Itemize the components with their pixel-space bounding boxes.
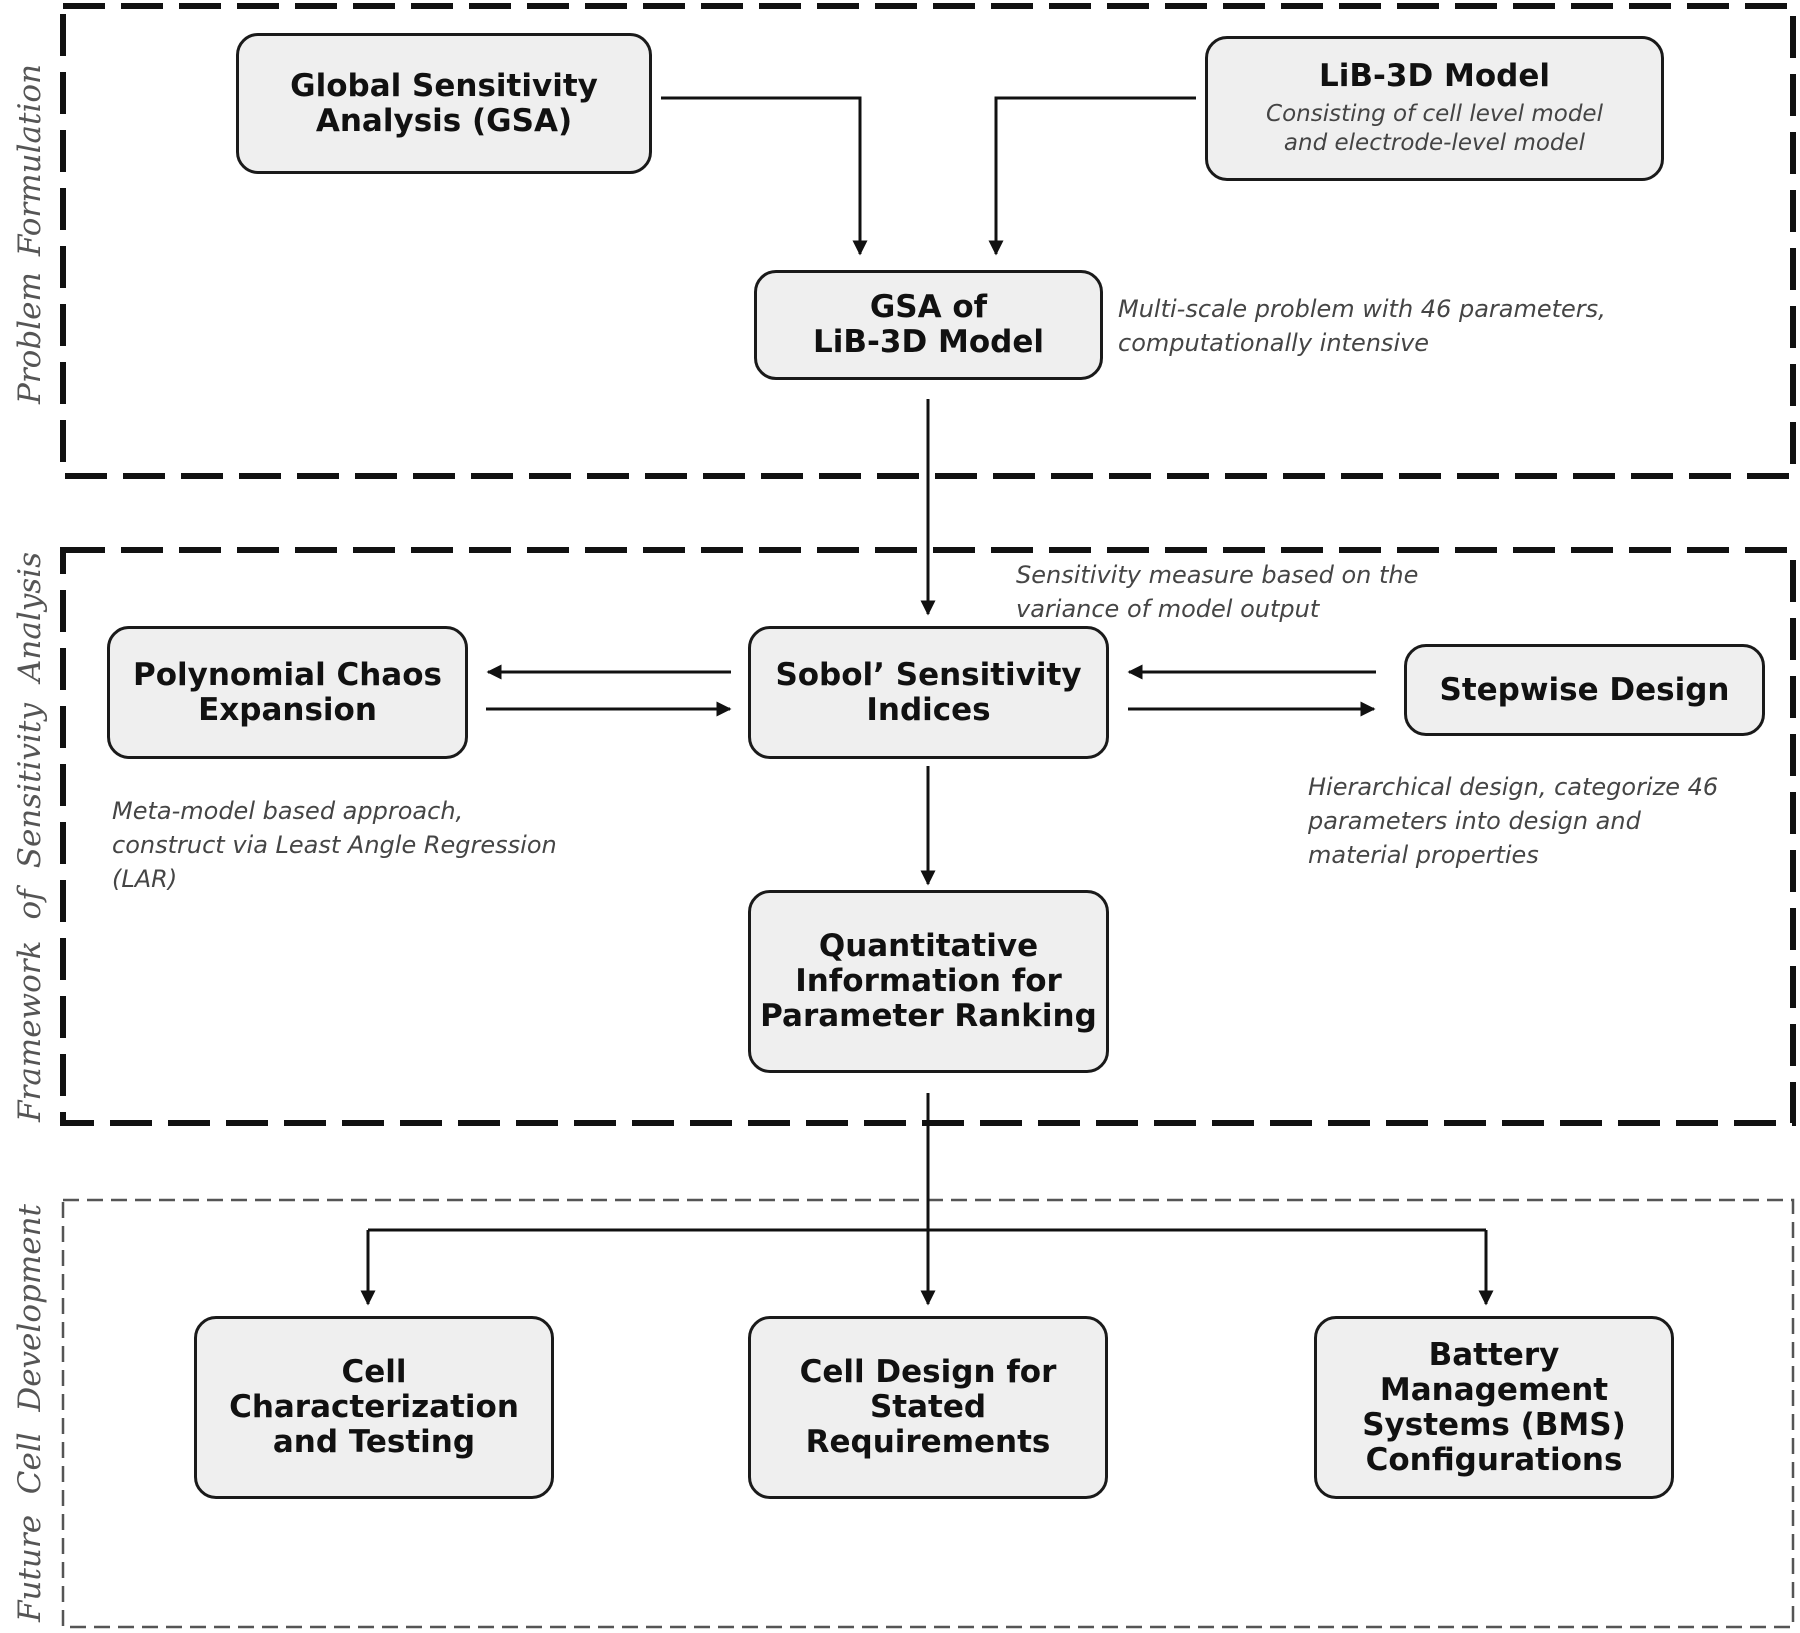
section-label-word: Analysis bbox=[12, 552, 48, 683]
section-label-word: Framework bbox=[12, 940, 48, 1122]
bms-title: Battery Management Systems (BMS) Configu… bbox=[1362, 1336, 1626, 1478]
note-hierarchical: Hierarchical design, categorize 46 param… bbox=[1308, 773, 1719, 869]
pce-box: Polynomial Chaos Expansion bbox=[107, 626, 468, 759]
quant-title: Quantitative Information for Parameter R… bbox=[760, 928, 1097, 1034]
section-label-word: Cell bbox=[12, 1432, 48, 1495]
stepwise-design-box: Stepwise Design bbox=[1404, 644, 1765, 736]
gsa-box: Global Sensitivity Analysis (GSA) bbox=[236, 33, 652, 174]
lib3d-title: LiB-3D Model bbox=[1319, 58, 1550, 94]
section-label-problem-formulation: Problem Formulation bbox=[12, 64, 48, 404]
section-label-word: of bbox=[12, 889, 48, 920]
section-label-word: Sensitivity bbox=[12, 703, 48, 869]
arrow-lib3d-to-gsa-lib3d bbox=[988, 96, 1196, 256]
section-label-word: Future bbox=[12, 1514, 48, 1622]
section-label-word: Formulation bbox=[12, 64, 48, 257]
gsa-title: Global Sensitivity Analysis (GSA) bbox=[290, 67, 598, 139]
quantitative-info-box: Quantitative Information for Parameter R… bbox=[748, 890, 1109, 1073]
gsa-of-lib3d-box: GSA of LiB-3D Model bbox=[754, 270, 1103, 380]
lib3d-subtitle: Consisting of cell level model and elect… bbox=[1266, 101, 1603, 156]
cell-design-title: Cell Design for Stated Requirements bbox=[799, 1354, 1057, 1460]
note-sensitivity-measure: Sensitivity measure based on the varianc… bbox=[1016, 561, 1419, 623]
note-meta-model: Meta-model based approach, construct via… bbox=[112, 797, 557, 893]
section-label-word: Problem bbox=[12, 272, 48, 404]
cell-char-title: Cell Characterization and Testing bbox=[229, 1354, 519, 1460]
sobol-title: Sobol’ Sensitivity Indices bbox=[775, 656, 1082, 728]
gsa-lib3d-title: GSA of LiB-3D Model bbox=[813, 289, 1044, 360]
section-label-framework: Framework of Sensitivity Analysis bbox=[12, 552, 48, 1122]
lib3d-model-box: LiB-3D Model Consisting of cell level mo… bbox=[1205, 36, 1664, 181]
cell-characterization-box: Cell Characterization and Testing bbox=[194, 1316, 554, 1499]
pce-title: Polynomial Chaos Expansion bbox=[133, 656, 442, 728]
section-label-future: Future Cell Development bbox=[12, 1204, 48, 1622]
section-label-word: Development bbox=[12, 1204, 48, 1412]
cell-design-box: Cell Design for Stated Requirements bbox=[748, 1316, 1108, 1499]
arrow-gsa-to-gsa-lib3d bbox=[661, 96, 868, 256]
stepwise-title: Stepwise Design bbox=[1439, 671, 1730, 708]
note-multiscale: Multi-scale problem with 46 parameters, … bbox=[1118, 295, 1606, 357]
bms-box: Battery Management Systems (BMS) Configu… bbox=[1314, 1316, 1674, 1499]
sobol-box: Sobol’ Sensitivity Indices bbox=[748, 626, 1109, 759]
